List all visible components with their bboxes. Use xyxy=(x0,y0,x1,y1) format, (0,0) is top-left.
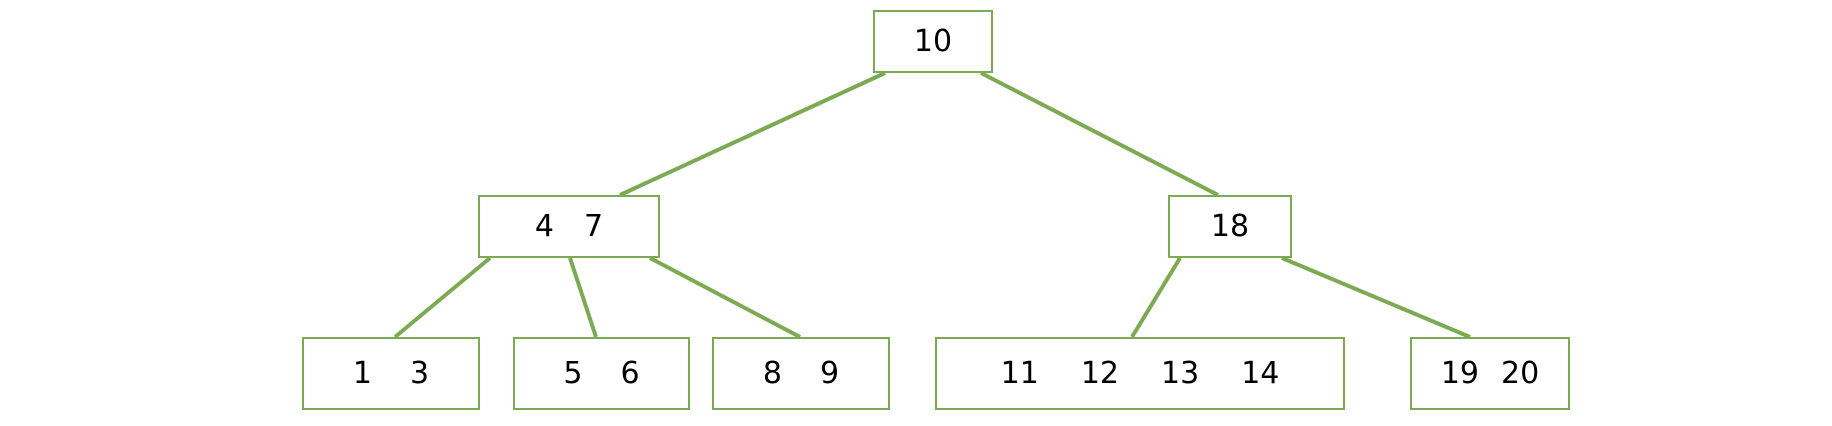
tree-edge xyxy=(649,256,801,339)
node-key: 10 xyxy=(913,23,953,59)
node-key: 1 xyxy=(352,355,372,391)
node-key: 5 xyxy=(563,355,583,391)
tree-edge xyxy=(980,71,1219,197)
node-key: 12 xyxy=(1080,355,1119,391)
tree-edge xyxy=(568,257,598,338)
node-key: 7 xyxy=(584,208,604,244)
node-key: 3 xyxy=(410,355,430,391)
node-key: 8 xyxy=(762,355,782,391)
node-key: 20 xyxy=(1501,355,1540,391)
tree-node-root[interactable]: 10 xyxy=(873,10,993,73)
node-key: 19 xyxy=(1440,355,1479,391)
node-key: 13 xyxy=(1161,355,1200,391)
tree-edge xyxy=(393,256,492,339)
tree-edge xyxy=(1281,256,1471,339)
tree-node-internal-right[interactable]: 18 xyxy=(1168,195,1292,258)
tree-edge xyxy=(619,71,886,197)
tree-edge xyxy=(1130,256,1182,339)
node-key: 18 xyxy=(1210,208,1250,244)
node-key: 9 xyxy=(820,355,840,391)
node-key: 14 xyxy=(1241,355,1280,391)
node-keys: 18 xyxy=(1210,208,1250,244)
node-keys: 11 12 13 14 xyxy=(1000,355,1280,391)
tree-node-leaf-4[interactable]: 11 12 13 14 xyxy=(935,337,1345,410)
node-key: 6 xyxy=(620,355,640,391)
node-keys: 10 xyxy=(913,23,953,59)
node-key: 4 xyxy=(534,208,554,244)
node-key: 11 xyxy=(1000,355,1039,391)
